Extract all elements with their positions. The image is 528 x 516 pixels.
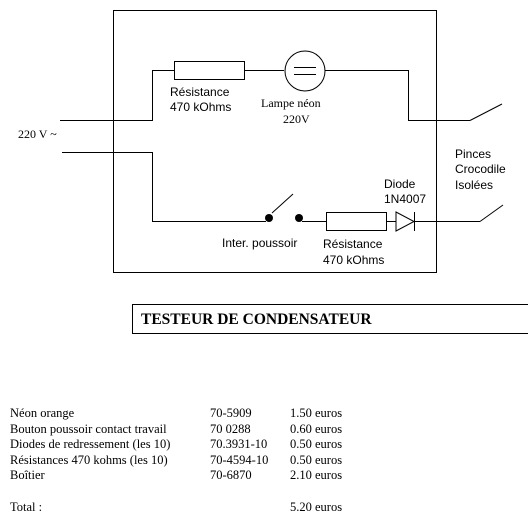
top-resistor-label-1: Résistance bbox=[170, 85, 230, 99]
part-name: Néon orange bbox=[10, 406, 75, 420]
part-price: 2.10 euros bbox=[290, 468, 343, 483]
lamp-label-1: Lampe néon bbox=[261, 96, 321, 110]
circuit-schematic: 220 V ~ Résistance 470 kOhms Lampe néon … bbox=[18, 10, 506, 273]
diode-label-2: 1N4007 bbox=[384, 192, 426, 206]
enclosure-box bbox=[113, 10, 437, 273]
part-price: 0.50 euros bbox=[290, 437, 343, 452]
bottom-branch-wire bbox=[113, 152, 266, 222]
total-label: Total : bbox=[10, 500, 43, 514]
switch-contact-right bbox=[295, 214, 303, 222]
part-price: 0.50 euros bbox=[290, 452, 343, 467]
page-title: TESTEUR DE CONDENSATEUR bbox=[141, 311, 372, 328]
part-name: Boîtier bbox=[10, 468, 45, 483]
top-resistor-label-2: 470 kOhms bbox=[170, 100, 231, 114]
switch-label: Inter. poussoir bbox=[222, 236, 297, 250]
part-name: Diodes de redressement (les 10) bbox=[10, 437, 171, 452]
bottom-resistor-label-2: 470 kOhms bbox=[323, 253, 384, 267]
bottom-resistor-label-1: Résistance bbox=[323, 237, 383, 251]
top-branch-wire bbox=[113, 70, 174, 121]
top-output-wire bbox=[325, 70, 470, 121]
top-resistor bbox=[174, 61, 245, 80]
part-ref: 70 0288 bbox=[210, 421, 251, 436]
part-price: 0.60 euros bbox=[290, 421, 343, 436]
part-ref: 70-5909 bbox=[210, 406, 252, 420]
switch-contact-left bbox=[265, 214, 273, 222]
part-name: Bouton poussoir contact travail bbox=[10, 421, 167, 436]
diode-label-1: Diode bbox=[384, 177, 416, 191]
total-value: 5.20 euros bbox=[290, 500, 343, 514]
part-ref: 70.3931-10 bbox=[210, 437, 268, 452]
part-name: Résistances 470 kohms (les 10) bbox=[10, 452, 168, 467]
diode-icon bbox=[395, 211, 416, 232]
clips-label-1: Pinces bbox=[455, 147, 491, 161]
clips-label-2: Crocodile bbox=[455, 162, 506, 176]
clips-label-3: Isolées bbox=[455, 178, 493, 192]
part-ref: 70-6870 bbox=[210, 468, 252, 483]
push-switch-icon bbox=[271, 193, 294, 214]
part-ref: 70-4594-10 bbox=[210, 452, 269, 467]
total-row: Total : 5.20 euros bbox=[10, 500, 370, 516]
title-box: TESTEUR DE CONDENSATEUR bbox=[132, 304, 528, 334]
neon-lamp-icon bbox=[284, 50, 326, 92]
input-voltage-label: 220 V ~ bbox=[18, 127, 57, 141]
top-clip-icon bbox=[469, 103, 503, 121]
bottom-clip-icon bbox=[479, 204, 504, 222]
lamp-label-2: 220V bbox=[283, 112, 310, 126]
part-price: 1.50 euros bbox=[290, 406, 343, 420]
bottom-resistor bbox=[326, 212, 387, 231]
